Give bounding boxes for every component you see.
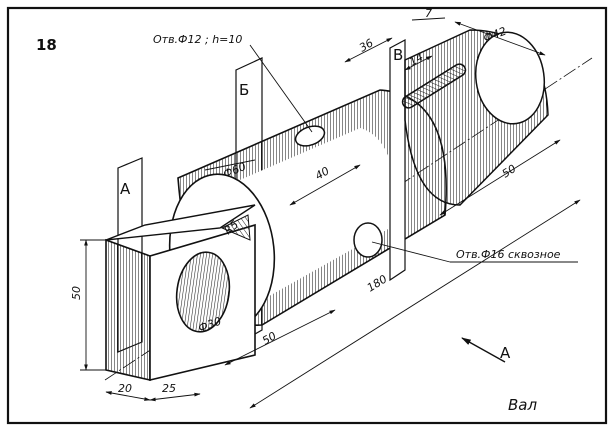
dim-25: 25 xyxy=(162,382,176,395)
dim-14: 14 xyxy=(407,50,426,68)
fillet-r5 xyxy=(220,214,251,241)
drawing-number: 18 xyxy=(36,36,57,54)
section-label-a: А xyxy=(120,180,131,198)
dim-36: 36 xyxy=(357,36,376,54)
section-label-c: В xyxy=(393,46,403,64)
sheet-frame xyxy=(6,6,608,425)
view-arrow-label: А xyxy=(500,344,511,362)
dim-40: 40 xyxy=(313,164,332,182)
section-plane-v xyxy=(389,39,406,282)
dim-7: 7 xyxy=(425,7,432,20)
dim-20: 20 xyxy=(118,382,132,395)
dim-180: 180 xyxy=(365,272,390,294)
section-label-b: Б xyxy=(239,81,249,99)
note-hole-side: Отв.Ф16 сквозное xyxy=(456,248,561,261)
bore-d30 xyxy=(175,251,231,333)
dim-50-height: 50 xyxy=(70,286,83,300)
part-name: Вал xyxy=(508,396,537,414)
keyway-slot xyxy=(401,63,467,109)
hole-d12-top xyxy=(294,125,326,147)
square-block-side xyxy=(105,238,151,382)
hole-d16-side xyxy=(353,222,383,258)
dim-50-left: 50 xyxy=(260,329,279,347)
note-hole-top: Отв.Ф12 ; h=10 xyxy=(153,33,242,46)
view-arrow xyxy=(461,337,506,363)
dim-50-right: 50 xyxy=(500,162,519,180)
dimension-lines xyxy=(80,17,581,409)
